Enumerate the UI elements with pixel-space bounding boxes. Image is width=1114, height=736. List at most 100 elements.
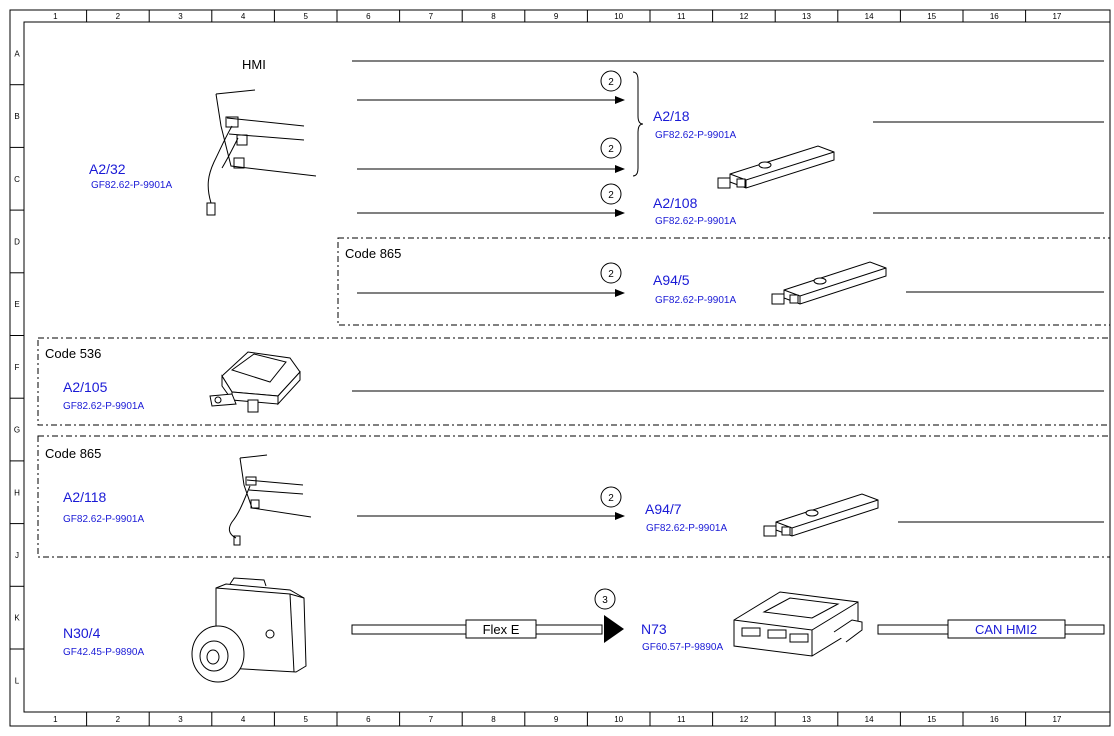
column-number-bottom: 15 xyxy=(927,715,936,724)
n73-control-unit-icon xyxy=(733,591,863,657)
brace xyxy=(632,71,644,177)
ref-marker-5 xyxy=(600,486,622,508)
column-number-bottom: 17 xyxy=(1052,715,1061,724)
a2-105-module-icon xyxy=(209,351,301,413)
column-number-bottom: 9 xyxy=(554,715,559,724)
row-letter: E xyxy=(14,300,19,309)
can-hmi2-label: CAN HMI2 xyxy=(975,622,1037,637)
column-number-top: 10 xyxy=(614,12,623,21)
ref-marker-6 xyxy=(594,588,616,610)
column-number-bottom: 14 xyxy=(865,715,874,724)
column-number-top: 16 xyxy=(990,12,999,21)
a2-32-label: A2/32 xyxy=(89,161,126,177)
a2-18-ref: GF82.62-P-9901A xyxy=(655,130,736,141)
code-865-bottom-label: Code 865 xyxy=(45,446,101,461)
column-number-top: 9 xyxy=(554,12,559,21)
column-number-top: 17 xyxy=(1052,12,1061,21)
column-number-bottom: 8 xyxy=(491,715,496,724)
row-letter: G xyxy=(14,426,20,435)
column-number-bottom: 10 xyxy=(614,715,623,724)
code-865-bottom-box xyxy=(37,435,1111,558)
a94-7-label: A94/7 xyxy=(645,501,682,517)
row-letter: F xyxy=(15,363,20,372)
ref-marker-4-text: 2 xyxy=(608,269,614,280)
a2-105-ref: GF82.62-P-9901A xyxy=(63,401,144,412)
drawing-inner-frame xyxy=(23,21,1111,713)
a2-105-label: A2/105 xyxy=(63,379,108,395)
a2-32-unit-icon xyxy=(206,89,317,216)
column-number-bottom: 1 xyxy=(53,715,58,724)
row-letter: B xyxy=(14,112,19,121)
column-number-bottom: 12 xyxy=(739,715,748,724)
row-letter: D xyxy=(14,237,20,246)
row-ruler-left: A B C D E F G H J K L xyxy=(10,49,24,685)
column-number-top: 12 xyxy=(739,12,748,21)
flex-e-label-box xyxy=(465,619,537,639)
row-letter: K xyxy=(14,614,20,623)
row-letter: J xyxy=(15,551,19,560)
hmi-label: HMI xyxy=(242,57,266,72)
ref-marker-3-text: 2 xyxy=(608,190,614,201)
column-number-top: 2 xyxy=(116,12,121,21)
column-number-top: 4 xyxy=(241,12,246,21)
a2-18-label: A2/18 xyxy=(653,108,690,124)
n30-4-ref: GF42.45-P-9890A xyxy=(63,647,144,658)
column-number-top: 1 xyxy=(53,12,58,21)
a2-18-module-icon xyxy=(717,145,835,189)
a94-5-label: A94/5 xyxy=(653,272,690,288)
can-hmi2-label-box xyxy=(947,619,1066,639)
n30-4-abs-unit-icon xyxy=(191,577,307,683)
column-number-top: 13 xyxy=(802,12,811,21)
row-letter: C xyxy=(14,175,20,184)
column-number-bottom: 5 xyxy=(303,715,308,724)
row-letter: A xyxy=(14,49,20,58)
row-letter: H xyxy=(14,488,20,497)
row-letter: L xyxy=(15,676,20,685)
column-number-bottom: 16 xyxy=(990,715,999,724)
column-number-bottom: 3 xyxy=(178,715,183,724)
drawing-frame xyxy=(9,9,1111,727)
ref-marker-2 xyxy=(600,137,622,159)
column-number-top: 11 xyxy=(677,12,686,21)
column-number-bottom: 13 xyxy=(802,715,811,724)
code-865-top-box xyxy=(337,237,1111,326)
a2-118-label: A2/118 xyxy=(63,489,107,505)
n73-ref: GF60.57-P-9890A xyxy=(642,642,723,653)
column-number-top: 6 xyxy=(366,12,371,21)
code-536-box xyxy=(37,337,1111,426)
a2-32-ref: GF82.62-P-9901A xyxy=(91,180,172,191)
column-number-bottom: 6 xyxy=(366,715,371,724)
n73-label: N73 xyxy=(641,621,667,637)
a2-118-ref: GF82.62-P-9901A xyxy=(63,514,144,525)
a94-7-module-icon xyxy=(763,493,879,537)
ref-marker-1-text: 2 xyxy=(608,77,614,88)
a2-118-unit-icon xyxy=(228,454,312,546)
ref-marker-4 xyxy=(600,262,622,284)
a2-108-label: A2/108 xyxy=(653,195,698,211)
column-number-top: 15 xyxy=(927,12,936,21)
column-number-bottom: 2 xyxy=(116,715,121,724)
a94-5-ref: GF82.62-P-9901A xyxy=(655,295,736,306)
ref-marker-5-text: 2 xyxy=(608,493,614,504)
column-number-top: 3 xyxy=(178,12,183,21)
flex-e-arrowhead xyxy=(604,615,624,643)
n30-4-label: N30/4 xyxy=(63,625,101,641)
column-number-bottom: 4 xyxy=(241,715,246,724)
column-number-top: 5 xyxy=(303,12,308,21)
ref-marker-1 xyxy=(600,70,622,92)
column-number-bottom: 7 xyxy=(429,715,434,724)
a94-5-module-icon xyxy=(771,261,887,305)
column-number-top: 14 xyxy=(865,12,874,21)
code-865-top-label: Code 865 xyxy=(345,246,401,261)
ref-marker-2-text: 2 xyxy=(608,144,614,155)
a94-7-ref: GF82.62-P-9901A xyxy=(646,523,727,534)
ref-marker-6-text: 3 xyxy=(602,595,608,606)
ref-marker-3 xyxy=(600,183,622,205)
column-number-bottom: 11 xyxy=(677,715,686,724)
flex-e-label: Flex E xyxy=(483,622,520,637)
a2-108-ref: GF82.62-P-9901A xyxy=(655,216,736,227)
column-number-top: 7 xyxy=(429,12,434,21)
